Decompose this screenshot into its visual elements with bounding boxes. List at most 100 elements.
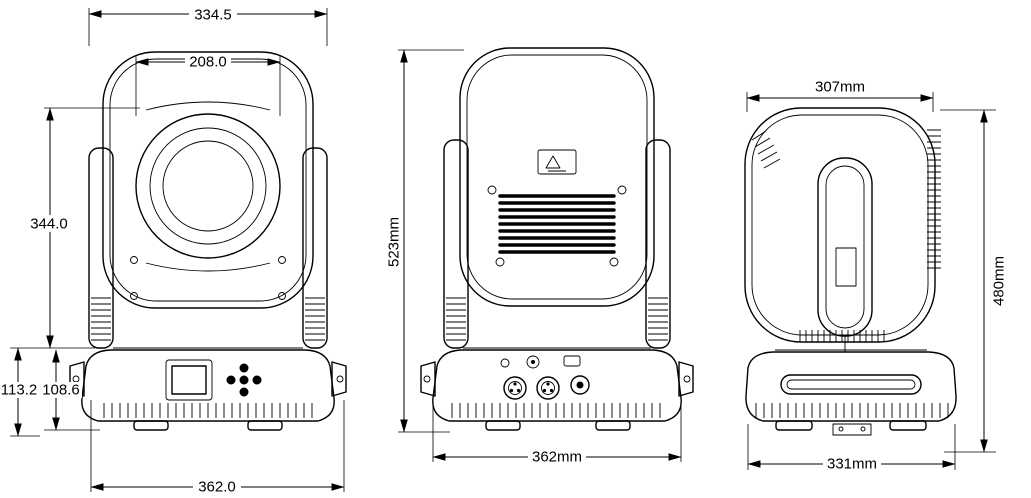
head [459, 47, 655, 307]
head-bottom-ribs [799, 330, 885, 342]
yoke-arm-right [645, 139, 671, 349]
lens-ring-mid [149, 127, 267, 245]
label-mask [823, 456, 881, 472]
corner-vent-lines [751, 130, 781, 169]
bracket-hole [838, 426, 844, 432]
base [69, 347, 347, 431]
arm-vent-left [91, 297, 111, 341]
yoke-arms [443, 139, 671, 349]
head-outline [744, 107, 936, 343]
label-mask [189, 5, 237, 23]
fuse-center [531, 360, 535, 364]
dim-lens-width: 208.0 [135, 54, 281, 116]
dim-label: 307mm [815, 79, 865, 96]
vent-grille [498, 194, 616, 254]
dim-label: 334.5 [194, 7, 232, 24]
label-mask [193, 479, 241, 495]
dmx-connector-in [503, 376, 527, 400]
dims-center: 523mm 362mm [386, 49, 682, 466]
menu-button-enter [239, 375, 249, 385]
yoke-arm-left [88, 147, 114, 349]
carry-handle [780, 374, 922, 395]
foot-left [133, 420, 169, 431]
dim-top-width: 334.5 [88, 5, 328, 46]
head-inner-outline [109, 58, 307, 302]
heatsink-fins [927, 129, 941, 269]
label-mask [41, 382, 82, 398]
menu-button-right [252, 375, 262, 385]
dims-front: 334.5 208.0 344.0 113.2 [0, 5, 345, 496]
dim-base-width: 362mm [432, 402, 682, 466]
foot-right [247, 420, 283, 431]
handle-hole [336, 375, 344, 383]
connector-pin [509, 388, 514, 393]
power-connector [570, 375, 590, 395]
head-screw [495, 257, 505, 267]
handle-hole [423, 375, 431, 383]
head-trim-bottom [145, 262, 271, 272]
label-mask [26, 215, 72, 232]
base-body [745, 351, 957, 422]
logo-mark [545, 155, 566, 172]
head-outline [102, 51, 314, 309]
dim-label: 108.6 [42, 382, 80, 399]
bracket-hole [860, 426, 866, 432]
display-screen [171, 365, 207, 395]
dmx-connector-in-inner [508, 381, 522, 395]
dmx-connector-out-inner [541, 381, 555, 395]
front-view-connectors: 523mm 362mm [386, 47, 694, 466]
side-view: 307mm 480mm 331mm [744, 79, 1008, 473]
lens-ring-outer [135, 113, 281, 259]
head-screw [609, 257, 619, 267]
dim-label: 480mm [991, 256, 1008, 306]
display-bezel [165, 359, 213, 401]
dim-base-width: 331mm [747, 424, 956, 473]
base-ribs [755, 403, 949, 418]
base-body [81, 349, 335, 422]
dim-head-height: 344.0 [10, 107, 140, 349]
dim-label: 344.0 [30, 216, 68, 233]
base-ribs [103, 403, 313, 418]
head-screw [278, 256, 286, 264]
head-screw [278, 292, 286, 300]
foot-right [595, 420, 631, 431]
foot-left [485, 420, 521, 431]
mounting-bracket [832, 423, 872, 436]
head [102, 51, 314, 309]
dim-label: 208.0 [189, 54, 227, 71]
connector-pin [542, 388, 547, 393]
logo-plate [537, 149, 577, 175]
base [745, 349, 957, 436]
head-trim-top [145, 101, 271, 111]
connector-pin [516, 388, 521, 393]
dim-base-total-height: 113.2 [0, 347, 40, 437]
dim-top-width: 307mm [746, 79, 934, 112]
foot-left [775, 420, 813, 431]
dim-base-height: 108.6 [41, 349, 100, 431]
head-outline [459, 47, 655, 307]
handle-left [420, 361, 436, 397]
yoke-arms [88, 147, 328, 349]
dim-bottom-width: 362.0 [90, 400, 345, 496]
power-switch [563, 355, 581, 367]
label-mask [528, 449, 586, 465]
lens [162, 140, 254, 232]
label-mask [0, 382, 39, 398]
connector-pin [513, 382, 517, 386]
dim-label: 331mm [827, 456, 877, 473]
head-screw [130, 292, 138, 300]
connector-pin [549, 388, 554, 393]
label-mask [185, 54, 231, 70]
menu-button-down [239, 387, 249, 397]
yoke-arm-panel [835, 247, 857, 287]
front-view: 334.5 208.0 344.0 113.2 [0, 5, 347, 496]
handle-hole [683, 375, 691, 383]
dim-overall-height: 523mm [386, 49, 464, 433]
head-screw [130, 256, 138, 264]
handle-right [331, 361, 347, 397]
menu-button-left [226, 375, 236, 385]
foot-right [889, 420, 927, 431]
dims-side: 307mm 480mm 331mm [746, 79, 1008, 473]
